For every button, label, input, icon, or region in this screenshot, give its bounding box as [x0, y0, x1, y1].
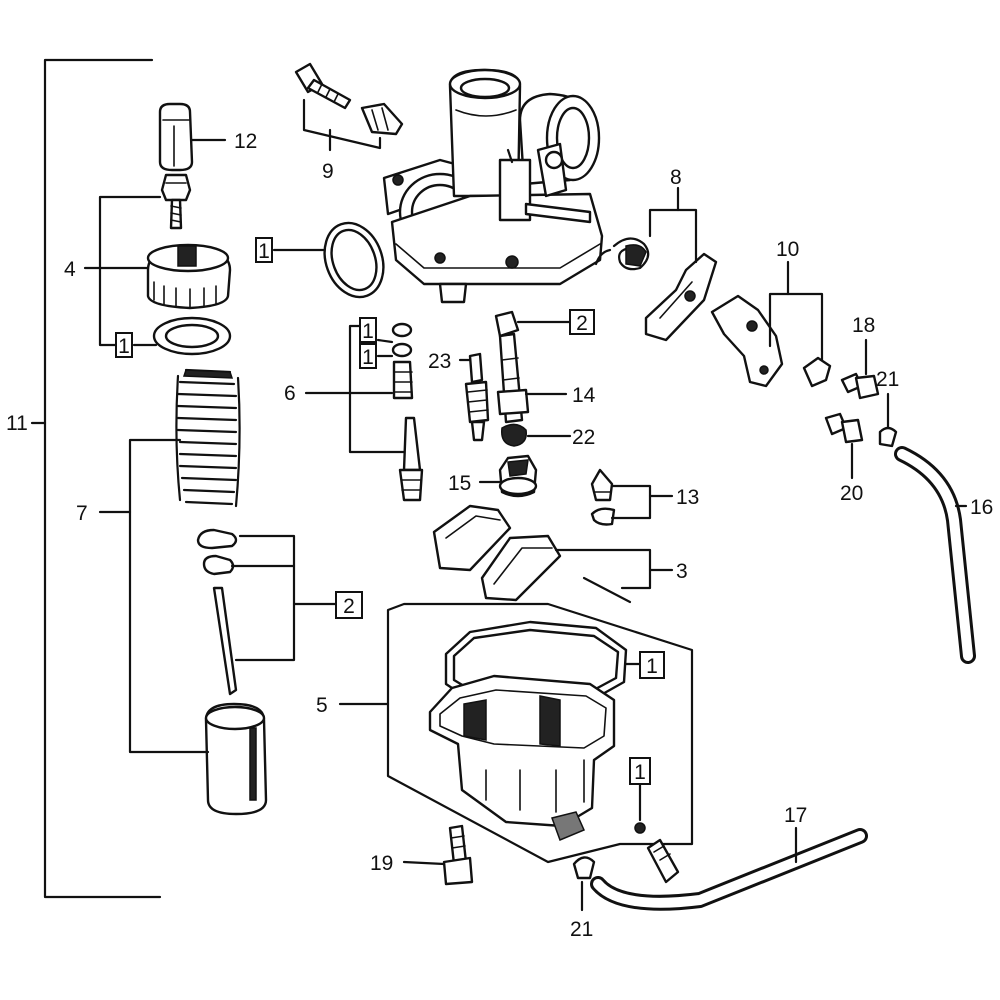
throttle-slide [204, 702, 268, 816]
part-7-spring [175, 368, 241, 508]
label-9: 9 [322, 160, 334, 183]
label-1: 1 [634, 761, 646, 784]
label-18: 18 [852, 314, 875, 337]
label-2: 2 [576, 312, 588, 335]
label-1: 1 [362, 320, 374, 343]
part-16-tube [894, 446, 976, 664]
label-23: 23 [428, 350, 451, 373]
label-2: 2 [343, 595, 355, 618]
boxed-label-2-needle-jet: 2 [569, 309, 595, 335]
gasket-ring [272, 221, 385, 299]
label-16: 16 [970, 496, 993, 519]
label-22: 22 [572, 426, 595, 449]
part-3-float [432, 504, 674, 604]
part-15-float-valve-seat [478, 454, 538, 498]
boxed-label-1-jet-a: 1 [359, 317, 377, 343]
part-4-top-cap [83, 173, 232, 347]
label-11: 11 [6, 412, 28, 435]
label-21-lower: 21 [570, 918, 593, 941]
part-12-adjuster [158, 102, 227, 172]
label-4: 4 [64, 258, 76, 281]
label-3: 3 [676, 560, 688, 583]
leaders-2-and-7 [98, 438, 338, 754]
part-20-screw [824, 412, 864, 480]
part-13-float-valve [590, 468, 674, 526]
part-5-float-bowl [338, 602, 694, 864]
label-13: 13 [676, 486, 699, 509]
part-17-tube [590, 826, 868, 911]
drain-screw [634, 782, 680, 884]
boxed-label-1-gasket: 1 [255, 237, 273, 263]
part-14-needle-jet [494, 310, 572, 447]
label-1: 1 [258, 240, 270, 263]
label-15: 15 [448, 472, 471, 495]
carburetor-body [382, 68, 604, 304]
bracket-11 [30, 58, 162, 899]
part-19-screw [402, 824, 474, 886]
boxed-label-2-clip: 2 [335, 591, 363, 619]
label-14: 14 [572, 384, 596, 407]
label-20: 20 [840, 482, 863, 505]
label-10: 10 [776, 238, 799, 261]
label-6: 6 [284, 382, 296, 405]
boxed-label-1-drain: 1 [629, 757, 651, 785]
label-1: 1 [646, 655, 658, 678]
part-21-clip-lower [572, 856, 596, 912]
label-7: 7 [76, 502, 88, 525]
label-1: 1 [362, 346, 374, 369]
part-10-throttle-link [710, 260, 832, 388]
label-5: 5 [316, 694, 328, 717]
boxed-label-1-jet-b: 1 [359, 343, 377, 369]
label-12: 12 [234, 130, 257, 153]
label-19: 19 [370, 852, 393, 875]
washer-ring [132, 316, 232, 356]
label-17: 17 [784, 804, 807, 827]
part-23-pilot-screw [458, 352, 490, 442]
label-8: 8 [670, 166, 682, 189]
part-8-choke-lever [594, 186, 718, 342]
part-21-clip-upper [878, 392, 898, 448]
part-6-jets [304, 322, 424, 502]
needle-clip [196, 528, 238, 696]
label-21: 21 [876, 368, 899, 391]
boxed-label-1-washer: 1 [115, 332, 133, 358]
part-9-screws [294, 62, 404, 152]
part-18-screw [840, 338, 880, 400]
label-1: 1 [118, 335, 130, 358]
boxed-label-1-bowl-gasket: 1 [639, 651, 665, 679]
